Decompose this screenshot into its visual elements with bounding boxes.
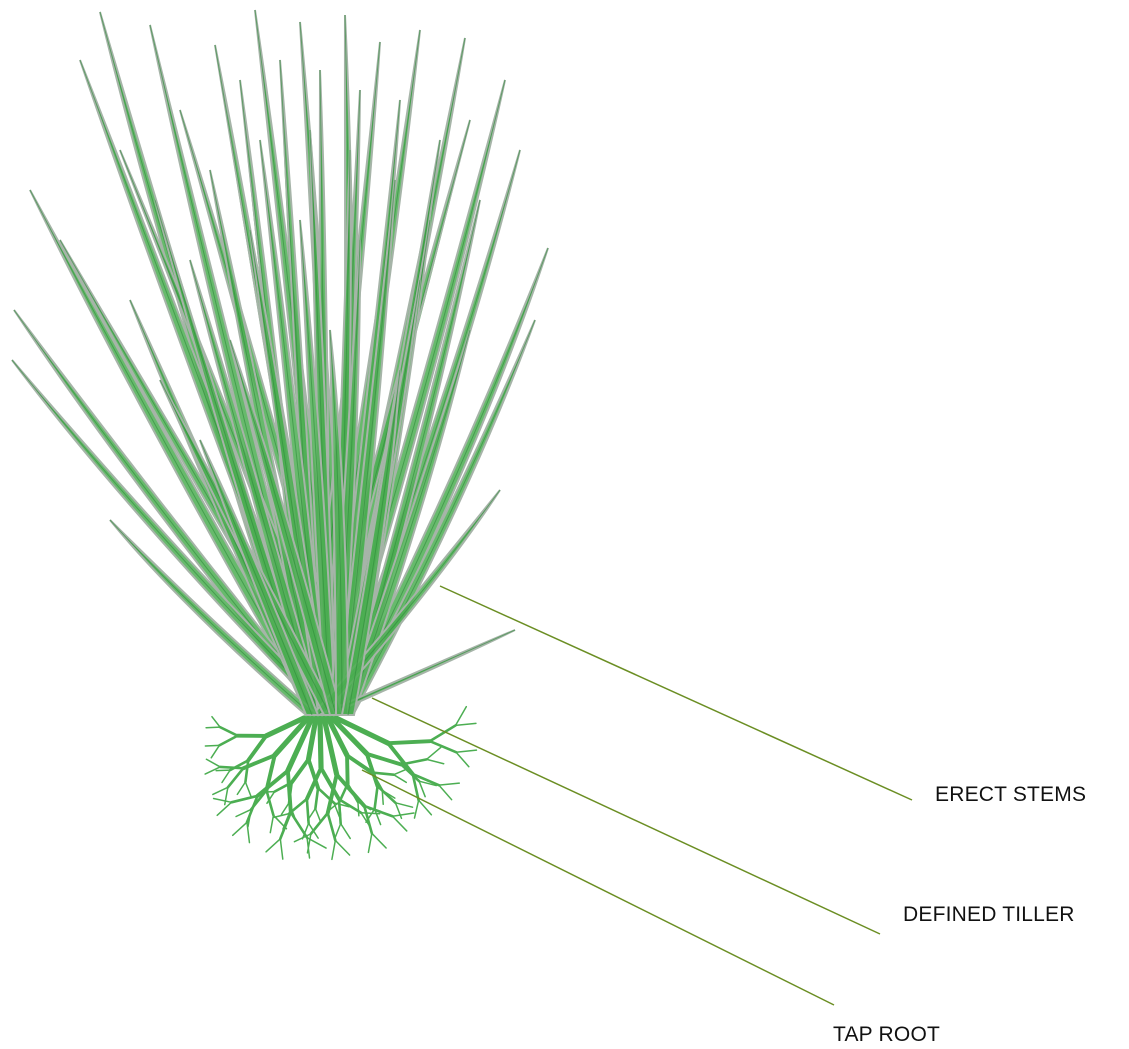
root-branch (358, 802, 359, 816)
root-branch (220, 767, 243, 768)
root-branch (456, 707, 467, 726)
root-branch (368, 833, 371, 852)
root-branch (247, 796, 258, 822)
root-branch (372, 833, 386, 848)
root-branch (222, 770, 230, 782)
root-branch (378, 786, 396, 803)
root-branch (206, 727, 220, 728)
root-branch (311, 813, 328, 834)
root-branch (320, 718, 321, 768)
grass-plant-illustration (12, 10, 548, 859)
root-branch (348, 784, 358, 802)
root-system (205, 707, 476, 860)
erect-stems-leader-line (440, 586, 912, 800)
root-branch (237, 782, 245, 794)
root-branch (233, 822, 247, 835)
root-branch (261, 792, 274, 793)
root-branch (427, 759, 444, 763)
root-branch (388, 743, 413, 774)
root-branch (340, 802, 341, 816)
root-branch (395, 803, 412, 807)
root-branch (281, 803, 289, 815)
root-branch (332, 840, 335, 859)
root-branch (213, 787, 228, 794)
root-branch (375, 786, 378, 809)
root-branch (245, 782, 251, 797)
root-branch (307, 799, 309, 823)
root-branch (245, 760, 248, 782)
root-branch (419, 800, 432, 815)
defined-tiller-label: DEFINED TILLER (903, 904, 1075, 925)
root-branch (328, 813, 336, 840)
root-branch (456, 752, 469, 767)
tap-root-leader-line (362, 770, 834, 1005)
root-branch (231, 796, 257, 802)
tap-root-label: TAP ROOT (833, 1024, 940, 1045)
root-branch (280, 839, 282, 859)
root-branch (212, 717, 220, 727)
root-branch (315, 788, 318, 808)
root-branch (270, 815, 273, 832)
root-branch (388, 741, 430, 743)
root-branch (419, 781, 425, 797)
grass-leaves (12, 10, 548, 715)
root-branch (430, 725, 456, 741)
root-branch (335, 840, 349, 855)
leader-lines (362, 586, 912, 1005)
root-branch (430, 741, 456, 752)
root-branch (439, 783, 459, 785)
root-branch (414, 800, 418, 818)
root-branch (266, 839, 280, 852)
root-branch (214, 799, 232, 803)
root-branch (394, 775, 407, 783)
root-branch (211, 745, 219, 757)
defined-tiller-leader-line (372, 698, 880, 934)
root-branch (205, 745, 219, 746)
root-branch (219, 736, 237, 746)
root-branch (393, 816, 407, 831)
root-branch (280, 812, 291, 838)
root-branch (341, 824, 351, 839)
root-branch (206, 759, 220, 767)
root-branch (216, 770, 230, 771)
root-branch (427, 747, 441, 759)
root-branch (248, 736, 266, 760)
root-branch (340, 784, 348, 802)
root-branch (315, 808, 320, 822)
root-branch (439, 785, 452, 800)
root-branch (456, 750, 476, 752)
root-branch (347, 755, 348, 784)
root-branch (393, 813, 414, 816)
root-branch (456, 723, 476, 725)
erect-stems-label: ERECT STEMS (935, 784, 1086, 805)
root-branch (220, 727, 237, 736)
